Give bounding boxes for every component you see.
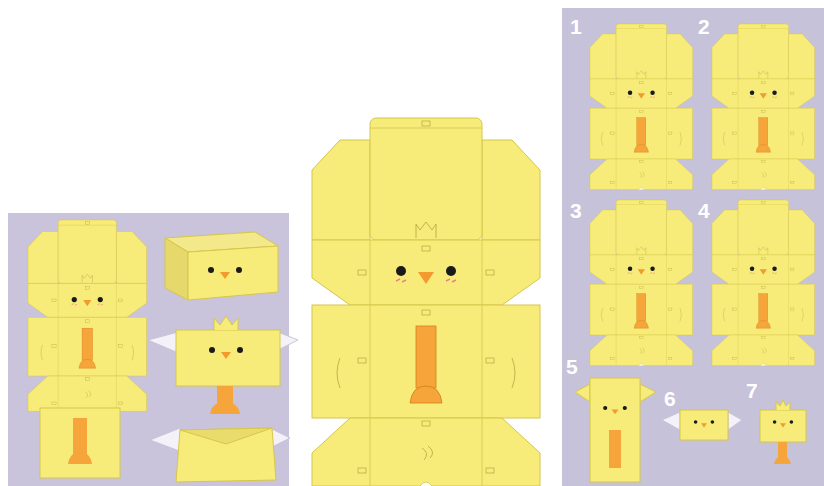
- callout-number: 3: [570, 200, 582, 221]
- callout-number: 7: [746, 380, 758, 401]
- callout-number: 4: [698, 200, 710, 221]
- callout-number: 2: [698, 16, 710, 37]
- callout-number: 5: [566, 356, 578, 377]
- callout-number: 6: [664, 388, 676, 409]
- callout-number: 1: [570, 16, 582, 37]
